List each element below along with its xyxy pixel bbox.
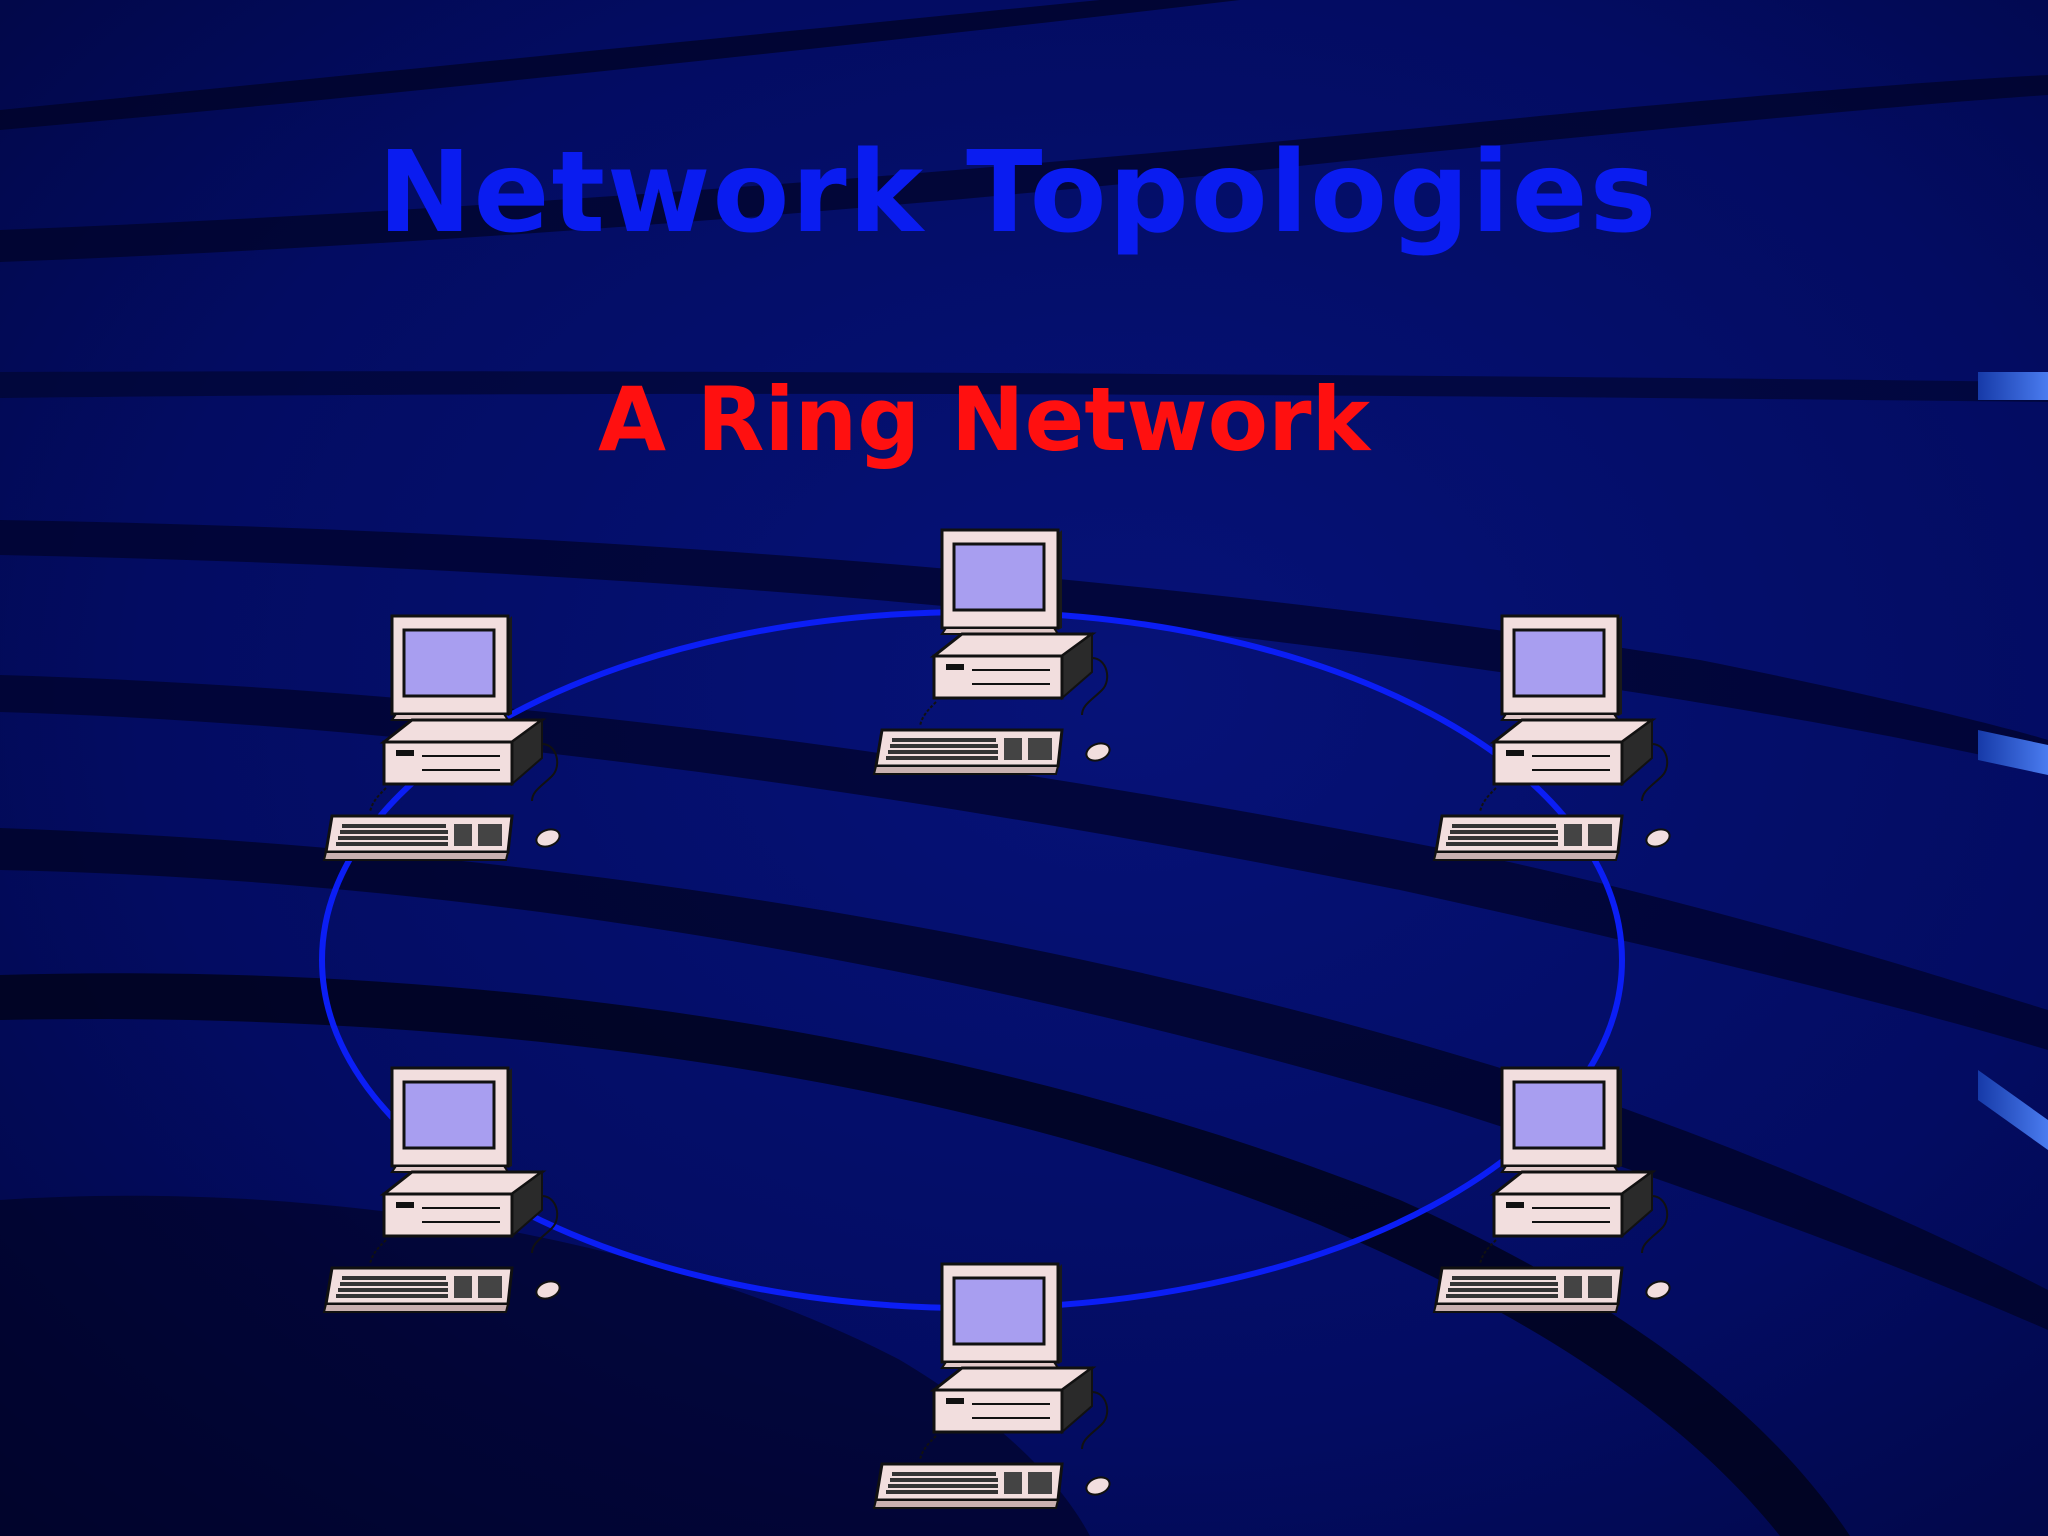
computer-node-bottom-right — [1432, 1066, 1674, 1314]
computer-node-top — [872, 528, 1114, 776]
desktop-computer-icon — [1432, 1066, 1674, 1314]
desktop-computer-icon — [872, 528, 1114, 776]
computer-node-top-left — [322, 614, 564, 862]
desktop-computer-icon — [322, 1066, 564, 1314]
slide-subtitle: A Ring Network — [597, 368, 1371, 471]
slide-title: Network Topologies — [377, 128, 1659, 258]
desktop-computer-icon — [322, 614, 564, 862]
computer-node-bottom-left — [322, 1066, 564, 1314]
